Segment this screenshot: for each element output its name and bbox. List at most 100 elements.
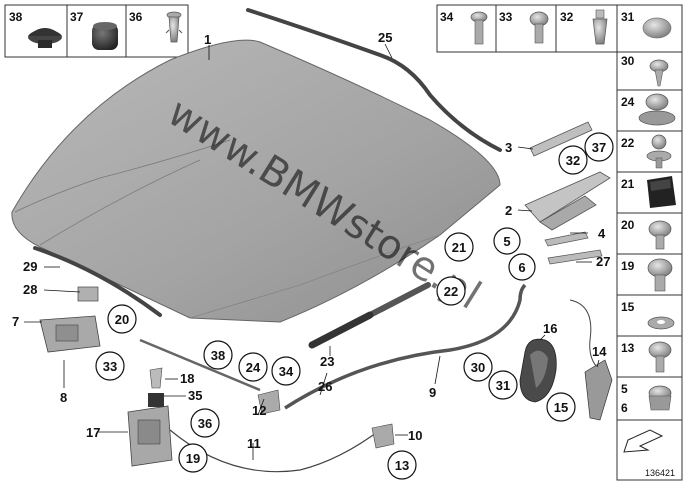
hood-lock-17 [127,405,173,467]
rubber-buffer-icon [92,22,118,50]
release-cable-12 [139,338,261,392]
seal-29 [33,246,162,317]
part-number-15: 15 [621,300,635,314]
bracket-28 [77,286,99,302]
hex-screw-icon [648,220,672,250]
collar-screw-icon [647,258,673,292]
callout-16: 16 [543,321,557,336]
hex-bolt-icon [470,11,488,45]
part-number-30: 30 [621,54,635,68]
circled-callouts: 32 37 21 5 6 22 20 33 38 24 34 36 19 13 … [95,132,614,480]
callout-25: 25 [378,30,392,45]
circle-callout-34: 34 [271,356,301,386]
part-number-13: 13 [621,341,635,355]
part-number-38: 38 [9,10,23,24]
callout-17: 17 [86,425,100,440]
callout-18: 18 [180,371,194,386]
callout-26: 26 [318,379,332,394]
svg-text:21: 21 [452,240,466,255]
svg-text:31: 31 [496,378,510,393]
part-number-37: 37 [70,10,84,24]
hood-hinge-2 [524,171,611,231]
hood-panel [11,39,501,323]
part-number-32: 32 [560,10,574,24]
callout-numbers: 1 25 3 2 4 27 29 28 7 8 18 35 12 17 11 2… [12,30,610,451]
callout-8: 8 [60,390,67,405]
top-left-fastener-box: 38 37 36 [4,4,189,58]
circle-callout-37: 37 [584,132,614,162]
callout-2: 2 [505,203,512,218]
circle-callout-6: 6 [508,253,536,281]
circle-callout-30: 30 [463,352,493,382]
svg-text:33: 33 [103,359,117,374]
reference-box: 136421 [616,419,683,481]
svg-text:32: 32 [566,153,580,168]
svg-text:34: 34 [279,364,294,379]
callout-29: 29 [23,259,37,274]
expanding-rivet-icon [165,11,183,43]
svg-text:30: 30 [471,360,485,375]
circle-callout-32: 32 [558,145,588,175]
part-number-21: 21 [621,177,635,191]
part-number-20: 20 [621,218,635,232]
hinge-pads-4-27 [544,231,603,265]
release-handle-16 [519,338,557,403]
svg-text:20: 20 [115,312,129,327]
rubber-stop-icon [647,176,676,208]
callout-9: 9 [429,385,436,400]
release-cable-9 [284,283,527,410]
part-number-6: 6 [621,401,628,415]
right-column-fasteners: 30 24 22 21 20 19 1 [616,51,683,421]
bracket-14 [584,359,613,421]
callout-27: 27 [596,254,610,269]
callout-35: 35 [188,388,202,403]
circle-callout-20: 20 [107,304,137,334]
flange-screw-icon [529,11,549,44]
circle-callout-19: 19 [178,443,208,473]
circle-callout-5: 5 [493,227,521,255]
svg-text:38: 38 [211,348,225,363]
clip-35 [148,393,164,407]
callout-23: 23 [320,354,334,369]
circle-callout-15: 15 [546,392,576,422]
callout-28: 28 [23,282,37,297]
part-number-5: 5 [621,382,628,396]
part-number-31: 31 [621,10,635,24]
circle-callout-13: 13 [387,450,417,480]
part-number-33: 33 [499,10,513,24]
svg-text:5: 5 [503,234,510,249]
circle-callout-24: 24 [238,352,268,382]
part-number-24: 24 [621,95,635,109]
svg-text:24: 24 [246,360,261,375]
bracket-10 [371,423,395,449]
callout-14: 14 [592,344,607,359]
lever-18 [149,367,163,389]
cable-secondary [569,299,601,371]
plug-cap-icon [642,17,672,39]
svg-text:22: 22 [444,284,458,299]
leader-lines [24,43,600,460]
top-right-fastener-box: 34 33 32 31 [436,4,683,53]
washer-icon [647,316,675,330]
circle-callout-22: 22 [436,276,466,306]
ball-stud-icon [646,134,672,169]
spreader-rivet-icon [592,9,608,45]
svg-text:19: 19 [186,451,200,466]
gas-strut-23 [308,282,431,349]
part-number-19: 19 [621,259,635,273]
reference-number: 136421 [645,468,675,478]
callout-10: 10 [408,428,422,443]
circle-callout-38: 38 [203,340,233,370]
circle-callout-36: 36 [190,408,220,438]
part-number-34: 34 [440,10,454,24]
screw-icon [649,59,669,87]
callout-12: 12 [252,403,266,418]
part-number-22: 22 [621,136,635,150]
round-plug-cap-icon [28,28,62,48]
clip-nut-icon [638,93,676,126]
svg-text:13: 13 [395,458,409,473]
part-number-36: 36 [129,10,143,24]
torx-screw-icon [648,341,672,373]
hood-latch-7 [39,315,101,353]
